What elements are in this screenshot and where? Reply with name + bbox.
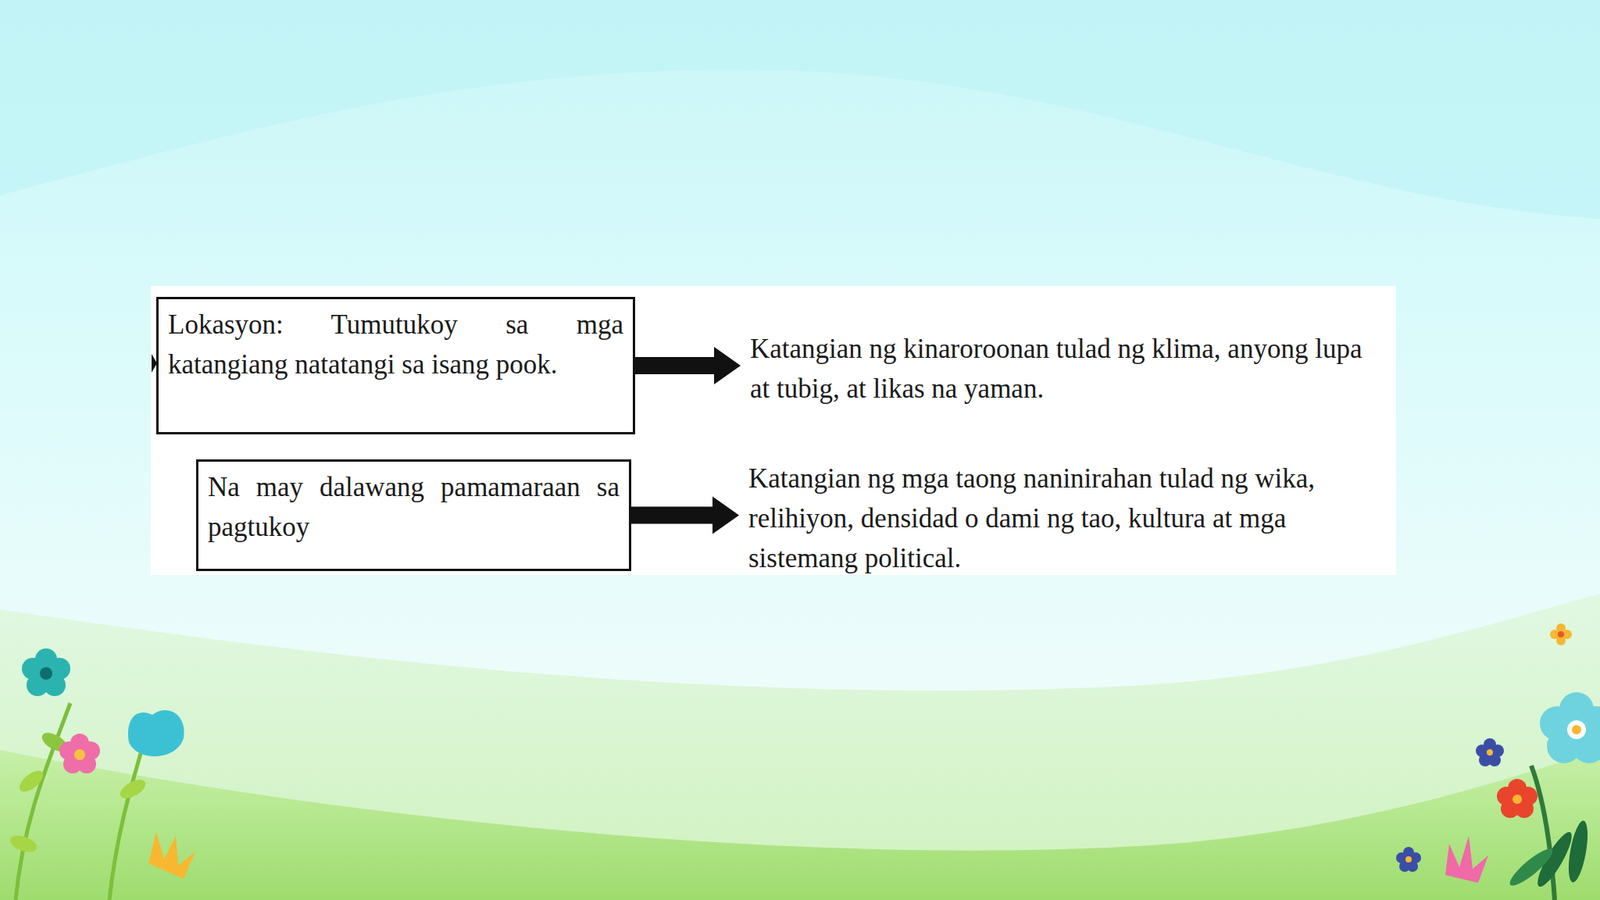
- top-wave: [0, 0, 1600, 219]
- arrow-connector: [631, 496, 740, 535]
- arrow-connector: [635, 346, 741, 385]
- node-text: Katangian ng kinaroroonan tulad ng klima…: [750, 329, 1383, 410]
- front-hill: [0, 750, 1600, 900]
- back-hill: [0, 593, 1600, 900]
- node-text: Na may dalawang pamamaraan sa pagtukoy: [207, 467, 620, 548]
- text-block: Katangian ng mga taong naninirahan tulad…: [748, 459, 1382, 579]
- text-block: Katangian ng kinaroroonan tulad ng klima…: [750, 329, 1383, 410]
- node-text: Katangian ng mga taong naninirahan tulad…: [748, 459, 1382, 579]
- flowers-left: [7, 648, 196, 900]
- node-text: Lokasyon: Tumutukoy sa mga katangiang na…: [167, 305, 624, 386]
- text-box: Na may dalawang pamamaraan sa pagtukoy: [196, 459, 632, 572]
- text-box: Lokasyon: Tumutukoy sa mga katangiang na…: [156, 296, 636, 435]
- flowers-right: [1396, 623, 1600, 900]
